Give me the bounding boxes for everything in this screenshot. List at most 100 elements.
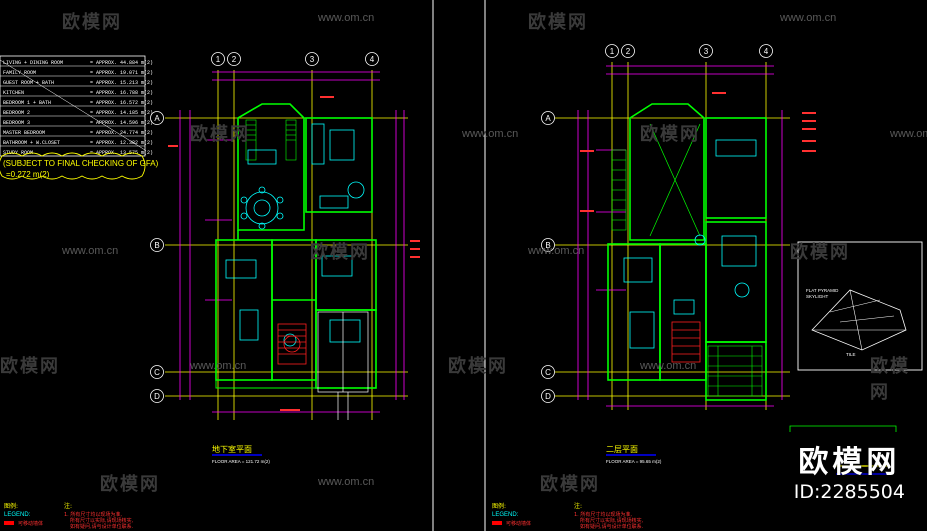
left-legend: 图例: LEGEND: 可移动墙体 注: 1. 所有尺寸均以现场为准, 所有尺寸…: [4, 502, 134, 530]
area-row-8-value: = APPROX. 24.774 m(2): [90, 130, 153, 136]
right-grid-label-c: C: [545, 368, 551, 377]
left-area-table: LIVING + DINING ROOM = APPROX. 44.884 m(…: [0, 55, 153, 157]
area-row-9-room: BATHROOM + W.CLOSET: [3, 140, 60, 146]
watermark-url: www.om.cn: [640, 360, 697, 372]
area-row-6-room: BEDROOM 2: [3, 110, 30, 116]
area-row-2-value: = APPROX. 19.071 m(2): [90, 70, 153, 76]
right-grid-label-b: B: [545, 241, 550, 250]
right-furniture: [623, 139, 757, 349]
right-plan-title: 二层平面: [606, 445, 638, 454]
watermark-brand: 欧模网: [640, 124, 700, 145]
left-grid-label-2: 2: [232, 55, 237, 64]
area-row-4-value: = APPROX. 16.788 m(2): [90, 90, 153, 96]
left-grid-label-d: D: [154, 392, 160, 401]
left-grid-bubble-b: [150, 238, 164, 252]
area-row-2-room: FAMILY ROOM: [3, 70, 36, 76]
left-legend-swatch: [4, 521, 14, 525]
watermark-brand: 欧模网: [0, 356, 60, 377]
detail-label-tile: TILE: [846, 352, 856, 357]
watermark-url: www.om.cn: [62, 245, 119, 257]
area-row-10-value: = APPROX. 13.575 m(2): [90, 150, 153, 156]
left-plan-subtitle: FLOOR AREA = 121.72 m(2): [212, 459, 270, 464]
left-notes-title: 注:: [64, 502, 72, 510]
right-grid-bubble-4: [759, 44, 773, 58]
watermark-brand: 欧模网: [310, 242, 370, 263]
skylight-detail: FLAT PYRAMID SKYLIGHT TILE: [797, 241, 923, 371]
right-grid-label-d: D: [545, 392, 551, 401]
left-grid-bubble-a: [150, 111, 164, 125]
area-row-6-value: = APPROX. 14.185 m(2): [90, 110, 153, 116]
left-grid-bubble-1: [211, 52, 225, 66]
left-legend-label: LEGEND:: [4, 512, 31, 518]
area-row-5-value: = APPROX. 16.572 m(2): [90, 100, 153, 106]
watermark-brand: 欧模网: [62, 12, 122, 33]
left-annotations: [168, 96, 420, 411]
watermark-brand: 欧模网: [100, 474, 160, 495]
left-revision-cloud: (SUBJECT TO FINAL CHECKING OF GFA) =0.27…: [0, 152, 159, 180]
watermark-brand: 欧模网: [190, 124, 250, 145]
right-legend-item: 可移动墙体: [506, 520, 531, 527]
left-grid-label-a: A: [154, 114, 160, 123]
area-row-9-value: = APPROX. 12.382 m(2): [90, 140, 153, 146]
watermark-url: www.om.cn: [890, 128, 927, 140]
right-grid-bubble-3: [699, 44, 713, 58]
watermark-url: www.om.cn: [318, 12, 375, 24]
right-grid-label-4: 4: [764, 47, 769, 56]
left-grid-bubble-2: [227, 52, 241, 66]
right-grid-label-2: 2: [626, 47, 631, 56]
left-stairs: [277, 323, 307, 365]
detail-label-pyramid: FLAT PYRAMID: [806, 288, 839, 293]
left-grid-label-b: B: [154, 241, 159, 250]
watermark-url: www.om.cn: [318, 476, 375, 488]
right-grid-bubble-2: [621, 44, 635, 58]
left-grid-label-3: 3: [310, 55, 315, 64]
cloud-text-line-2: =0.272 m(2): [6, 170, 50, 179]
left-window-hatch: [245, 119, 297, 161]
watermark-id-badge: 欧模网 ID:2285504: [794, 437, 905, 503]
right-stairs: [671, 321, 701, 363]
area-row-1-room: LIVING + DINING ROOM: [3, 60, 63, 66]
right-grid-label-a: A: [545, 114, 551, 123]
left-grid-label-c: C: [154, 368, 160, 377]
left-furniture: [225, 123, 365, 347]
right-legend-swatch: [492, 521, 502, 525]
watermark-brand: 欧模网: [790, 242, 850, 263]
right-legend-title: 图例:: [492, 502, 506, 510]
area-row-10-room: STUDY ROOM: [3, 150, 33, 156]
watermark-id-number: ID:2285504: [793, 481, 905, 503]
area-row-5-room: BEDROOM 1 + BATH: [3, 100, 51, 106]
watermark-url: www.om.cn: [528, 245, 585, 257]
cloud-text-line-1: (SUBJECT TO FINAL CHECKING OF GFA): [3, 159, 159, 168]
right-note-1: 1. 所有尺寸均以现场为准,: [574, 511, 632, 518]
watermark-brand: 欧模网: [528, 12, 588, 33]
right-walls: [607, 103, 767, 401]
left-note-2: 所有尺寸以实际,请现场核实,: [70, 517, 134, 524]
left-floor-plan: 1 2 3 4 A B C D: [0, 52, 420, 530]
right-grid-label-3: 3: [704, 47, 709, 56]
area-row-7-room: BEDROOM 3: [3, 120, 30, 126]
right-floor-plan: 1 2 3 4 A B C D: [492, 44, 923, 530]
left-grid-bubble-d: [150, 389, 164, 403]
left-grid-bubble-c: [150, 365, 164, 379]
watermark-url: www.om.cn: [462, 128, 519, 140]
area-row-4-room: KITCHEN: [3, 90, 24, 96]
right-grid-bubble-b: [541, 238, 555, 252]
left-grid-bubble-4: [365, 52, 379, 66]
right-note-2: 所有尺寸以实际,请现场核实,: [580, 517, 644, 524]
detail-label-skylight: SKYLIGHT: [806, 294, 829, 299]
watermark-url: www.om.cn: [190, 360, 247, 372]
right-legend-label: LEGEND:: [492, 512, 519, 518]
left-legend-item: 可移动墙体: [18, 520, 43, 527]
left-grid-label-1: 1: [216, 55, 221, 64]
right-grid-label-1: 1: [610, 47, 615, 56]
left-note-3: 如有疑问,请与设计单位联系.: [70, 523, 134, 530]
watermark-brand: 欧模网: [540, 474, 600, 495]
right-note-3: 如有疑问,请与设计单位联系.: [580, 523, 644, 530]
watermark-id-brand: 欧模网: [798, 445, 901, 480]
right-annotations: [580, 92, 816, 212]
right-plan-subtitle: FLOOR AREA = 95.65 m(2): [606, 459, 662, 464]
right-void-cross: [649, 123, 701, 237]
right-grid-bubble-d: [541, 389, 555, 403]
